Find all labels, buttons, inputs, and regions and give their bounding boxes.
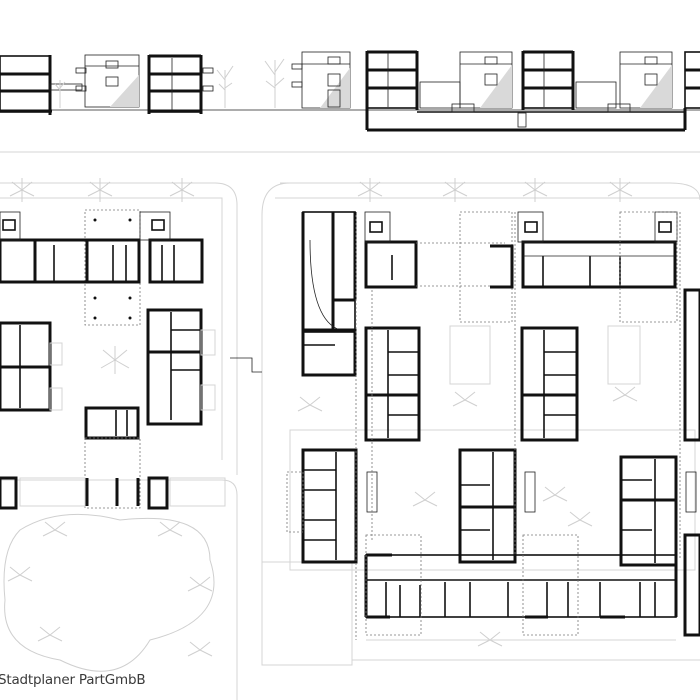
section-building	[147, 54, 214, 114]
tree-icon	[442, 178, 468, 202]
elevation-tree-icon	[54, 58, 285, 108]
tree-icon	[452, 391, 478, 407]
tree-icon	[612, 386, 638, 402]
section-building	[0, 55, 52, 115]
tree-icon	[297, 396, 323, 412]
site-context	[0, 182, 700, 700]
elevation-house	[75, 54, 140, 108]
tree-icon	[42, 521, 68, 537]
tree-icon	[477, 631, 503, 647]
left-block-plan	[0, 209, 226, 510]
tree-icon	[187, 576, 213, 592]
tree-icon	[7, 566, 33, 582]
elevation-house	[291, 51, 351, 109]
tree-icon	[169, 178, 195, 202]
tree-icon	[522, 178, 548, 202]
tree-icon	[37, 626, 63, 642]
tree-icon	[157, 521, 183, 537]
tree-icon	[100, 346, 130, 374]
tree-icon	[187, 641, 213, 657]
tree-icon	[607, 178, 633, 202]
right-block-plan	[286, 211, 700, 641]
tree-icon	[9, 178, 35, 202]
site-trees	[3, 178, 638, 672]
section-elevation	[0, 50, 700, 153]
tree-icon	[542, 486, 568, 502]
tree-icon	[357, 178, 383, 202]
tree-icon	[567, 511, 593, 527]
tree-icon	[87, 178, 113, 202]
tree-icon	[412, 491, 438, 507]
section-garage-block	[365, 50, 700, 132]
credit-text: Stadtplaner PartGmbB	[0, 672, 146, 688]
